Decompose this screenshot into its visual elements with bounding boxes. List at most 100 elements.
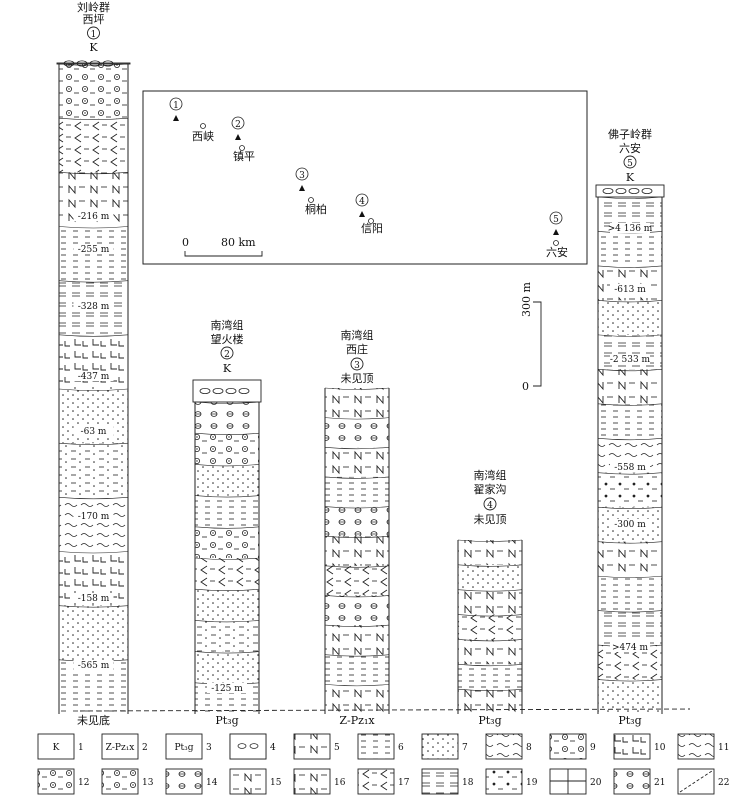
legend-number: 11 <box>718 743 729 753</box>
legend-item: 14 <box>165 768 218 795</box>
map-city-label: 六安 <box>546 245 568 259</box>
legend-swatch <box>101 768 139 795</box>
cap-layer <box>595 184 665 198</box>
legend-number: 14 <box>206 778 218 788</box>
map-city-label: 桐柏 <box>305 202 327 216</box>
thickness-label: -300 m <box>614 520 646 530</box>
legend-number: 3 <box>206 743 212 753</box>
legend-number: 1 <box>78 743 84 753</box>
thickness-label-bg <box>610 519 650 529</box>
legend-swatch <box>421 733 459 760</box>
lithology-band <box>598 472 662 508</box>
lithology-band <box>325 536 389 566</box>
legend-item: Pt₃g 3 <box>165 733 212 760</box>
legend-swatch <box>421 768 459 795</box>
lithology-band <box>598 231 662 266</box>
band-boundary <box>457 564 523 567</box>
map-site: 2镇平 <box>231 116 255 163</box>
map-site-number-circle <box>231 116 245 130</box>
map-site-number: 5 <box>553 215 559 225</box>
band-boundary <box>194 588 260 591</box>
legend-swatch <box>613 768 651 795</box>
map-city-label: 镇平 <box>233 149 255 163</box>
column-place-name: 望火楼 <box>211 332 244 346</box>
legend-item: 22 <box>677 768 729 795</box>
legend-symbol: Pt₃g <box>174 743 193 753</box>
map-site: 3桐柏 <box>295 167 327 216</box>
column-bottom-label: Pt₃g <box>478 714 501 727</box>
band-boundary <box>194 401 260 404</box>
thickness-label-bg <box>73 211 114 221</box>
column-number: 4 <box>487 501 493 511</box>
pebble-mark <box>602 187 614 194</box>
lithology-band <box>325 506 389 537</box>
lithology-band <box>195 402 259 434</box>
band-boundary <box>194 651 260 654</box>
band-boundary <box>457 639 523 642</box>
band-boundary <box>194 495 260 498</box>
legend-number: 4 <box>270 743 276 753</box>
map-site-triangle <box>359 211 365 217</box>
band-boundary <box>324 387 390 390</box>
band-boundary <box>597 472 663 475</box>
legend-item: 19 <box>485 768 538 795</box>
band-boundary <box>597 334 663 337</box>
band-boundary <box>597 541 663 544</box>
legend-dash-mark <box>679 770 713 793</box>
band-boundary <box>194 526 260 529</box>
band-boundary <box>58 497 129 500</box>
map-city-dot <box>553 240 559 246</box>
column-bottom-label: 未见底 <box>77 713 110 727</box>
band-boundary <box>324 595 390 598</box>
column-group-name: 佛子岭群 <box>608 127 652 141</box>
thickness-label-bg <box>610 284 650 294</box>
legend-item: 10 <box>613 733 666 760</box>
pebble-mark <box>199 387 211 394</box>
lithology-band <box>325 684 389 714</box>
lithology-band <box>458 689 522 714</box>
column-number: 3 <box>354 361 360 371</box>
lithology-band <box>598 265 662 301</box>
legend-symbol: K <box>53 743 60 753</box>
map-scale-zero: 0 <box>182 236 189 249</box>
band-boundary <box>597 196 663 199</box>
map-site-number: 1 <box>173 101 179 111</box>
legend-number: 22 <box>718 778 729 788</box>
thickness-label-bg <box>73 301 114 311</box>
column-number: 1 <box>91 30 97 40</box>
column-group-name: 南湾组 <box>211 318 244 332</box>
legend-swatch <box>549 733 587 760</box>
column-top-label: 未见顶 <box>341 372 374 385</box>
vertical-scale-bar: 300 m 0 <box>520 282 542 393</box>
column-place-name: 西坪 <box>83 13 105 26</box>
legend-number: 12 <box>78 778 89 788</box>
column-bottom-label: Z-Pz₁x <box>339 714 375 727</box>
column-number-circle <box>87 26 100 40</box>
thickness-label: -216 m <box>78 212 110 222</box>
legend-number: 10 <box>654 743 666 753</box>
band-boundary <box>58 226 129 229</box>
lithology-band <box>325 388 389 418</box>
band-boundary <box>457 663 523 667</box>
band-boundary <box>194 432 260 435</box>
band-boundary <box>457 539 523 542</box>
legend-swatch <box>357 733 395 760</box>
pebble-mark <box>615 187 627 194</box>
legend-swatch <box>165 768 203 795</box>
legend-item: 9 <box>549 733 596 760</box>
band-boundary <box>58 334 129 337</box>
thickness-label-bg <box>610 354 650 364</box>
thickness-label-bg <box>73 511 114 521</box>
legend-number: 16 <box>334 778 346 788</box>
band-boundary <box>597 610 663 613</box>
legend-number: 20 <box>590 778 602 788</box>
band-boundary <box>457 589 523 592</box>
thickness-label: -63 m <box>81 427 107 437</box>
thickness-label: >474 m <box>612 643 649 653</box>
band-boundary <box>58 442 129 445</box>
band-boundary <box>194 620 260 623</box>
thickness-label: -328 m <box>78 302 110 312</box>
